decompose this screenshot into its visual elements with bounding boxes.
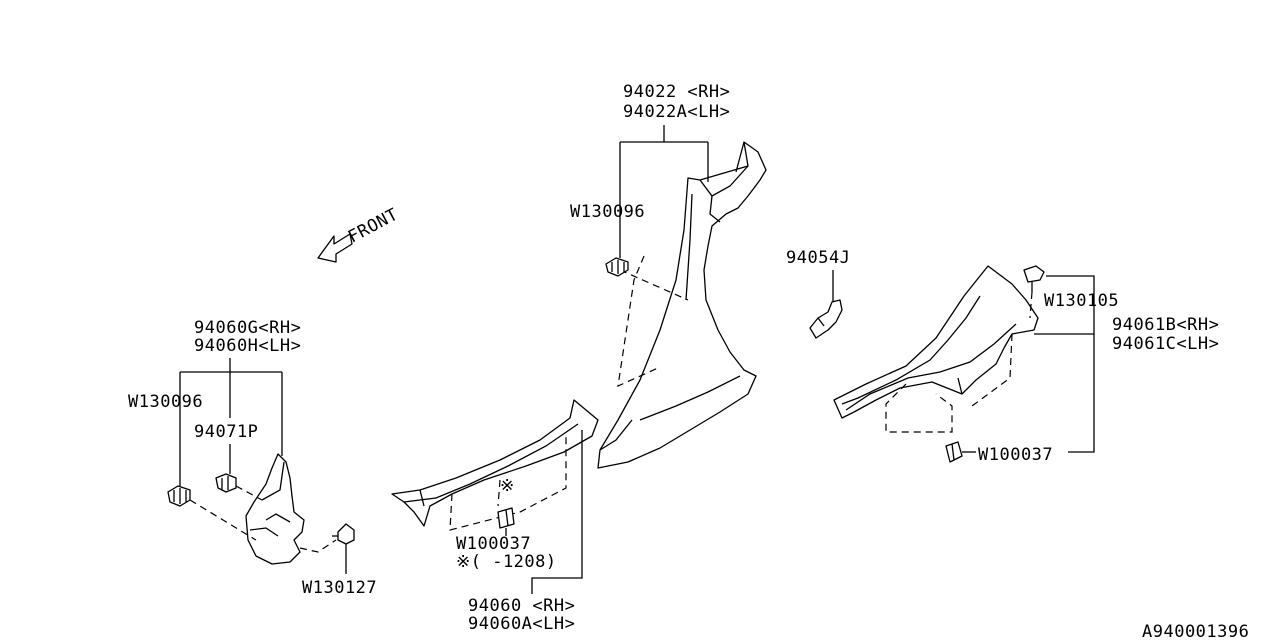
label-94061c: 94061C<LH> [1112,334,1219,354]
sill-plate-94060[interactable] [391,399,599,531]
label-w130127: W130127 [302,578,377,598]
label-94060a: 94060A<LH> [468,614,575,634]
label-w130105: W130105 [1044,291,1119,311]
clip-94071p[interactable] [215,473,237,493]
pillar-trim-94022[interactable] [597,141,767,469]
clip-w130105-dash [1029,291,1033,319]
leader-94060 [531,430,583,594]
clip-w130096-top[interactable] [605,257,629,277]
label-w100037-mid: W100037 [456,534,531,554]
trim-94061b[interactable] [833,265,1039,433]
leader-94022 [619,125,709,258]
bracket-94054j[interactable] [809,299,843,339]
clip-w130096-left[interactable] [167,485,191,507]
note-mark: ※ [500,476,515,496]
label-note-1208: ※( -1208) [456,552,557,572]
label-94022a: 94022A<LH> [623,102,730,122]
front-label: FRONT [345,205,402,248]
clip-w130127[interactable] [332,523,355,545]
label-94054j: 94054J [786,248,850,268]
label-w130096-left: W130096 [128,392,203,412]
label-94060: 94060 <RH> [468,596,575,616]
label-94060g: 94060G<RH> [194,318,301,338]
clip-w100037-right[interactable] [945,441,963,463]
diagram-id: A940001396 [1142,622,1249,640]
leader-94061 [1034,275,1095,453]
label-94022: 94022 <RH> [623,82,730,102]
label-w130096-top: W130096 [570,202,645,222]
label-94061b: 94061B<RH> [1112,315,1219,335]
label-94060h: 94060H<LH> [194,336,301,356]
clip-w100037-mid[interactable] [497,507,515,529]
label-94071p: 94071P [194,422,258,442]
kick-panel-94060g[interactable] [245,453,305,565]
kick-panel-dash [189,485,337,553]
clip-w130105[interactable] [1023,265,1045,292]
label-w100037-right: W100037 [978,445,1053,465]
leader-94060g [179,358,283,486]
front-arrow-icon [317,233,353,263]
